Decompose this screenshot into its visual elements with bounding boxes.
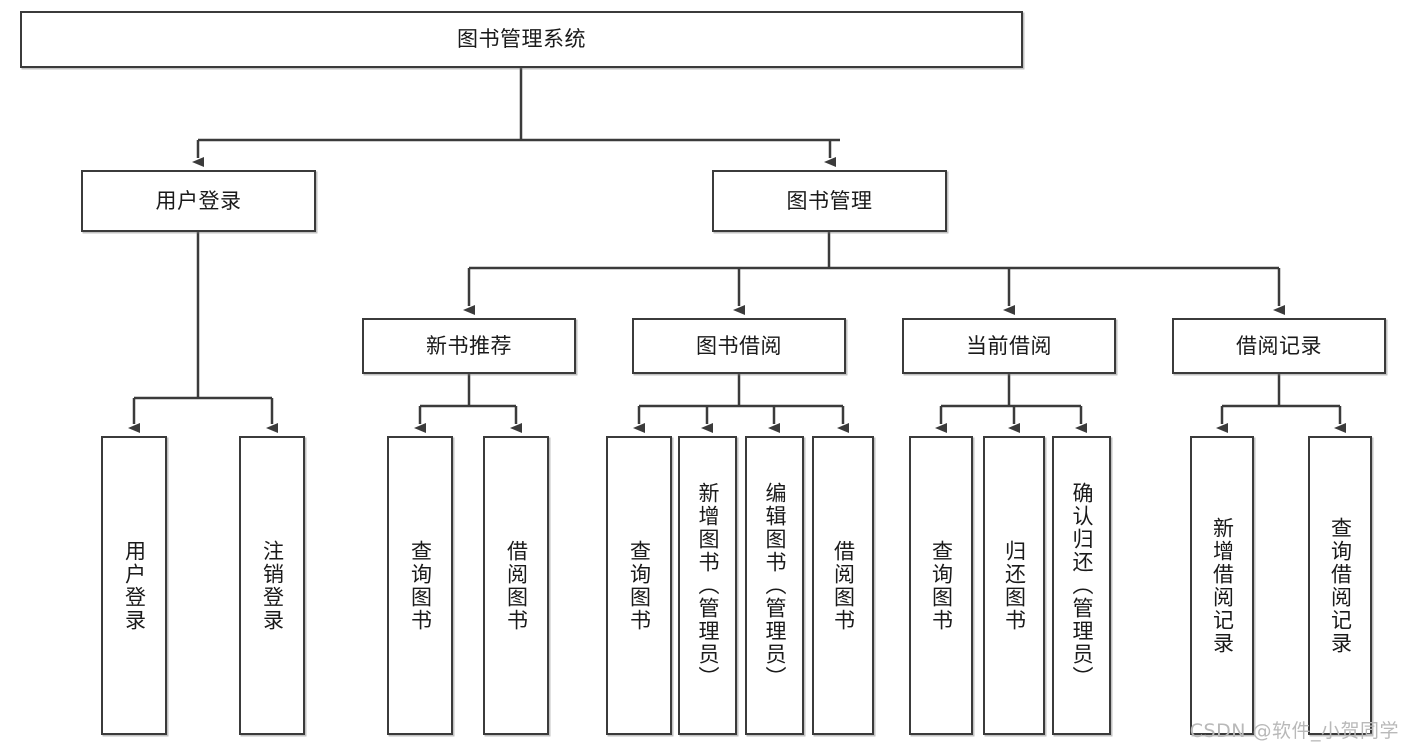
node-leaf-add-borrow-record[interactable]: 新增借阅记录 [1190,436,1254,735]
node-label: 新书推荐 [426,333,512,358]
node-leaf-logout[interactable]: 注销登录 [239,436,305,735]
node-label: 图书借阅 [696,333,782,358]
node-leaf-query-book-borrow[interactable]: 查询图书 [606,436,672,735]
node-level2-book-borrow[interactable]: 图书借阅 [632,318,846,374]
node-root[interactable]: 图书管理系统 [20,11,1023,68]
node-leaf-return-book[interactable]: 归还图书 [983,436,1045,735]
node-label: 归还图书 [1002,539,1027,632]
node-label: 借阅记录 [1236,333,1322,358]
node-label: 查询图书 [929,539,954,632]
node-leaf-edit-book-admin[interactable]: 编辑图书（管理员） [745,436,804,735]
node-label: 借阅图书 [504,539,529,632]
node-label: 注销登录 [260,539,285,632]
node-leaf-query-borrow-record[interactable]: 查询借阅记录 [1308,436,1372,735]
node-label: 新增图书（管理员） [696,482,720,689]
node-label: 查询借阅记录 [1328,516,1353,655]
node-label: 查询图书 [408,539,433,632]
node-leaf-query-book-current[interactable]: 查询图书 [909,436,973,735]
node-level1-user-login[interactable]: 用户登录 [81,170,316,232]
node-label: 当前借阅 [966,333,1052,358]
watermark: CSDN @软件_小贺同学 [1189,720,1399,742]
node-label: 借阅图书 [831,539,856,632]
node-leaf-borrow-book[interactable]: 借阅图书 [812,436,874,735]
node-level2-new-book-recommend[interactable]: 新书推荐 [362,318,576,374]
node-leaf-query-book-recommend[interactable]: 查询图书 [387,436,453,735]
node-label: 图书管理系统 [457,27,586,52]
node-label: 编辑图书（管理员） [763,482,787,689]
node-label: 图书管理 [786,188,873,213]
node-label: 新增借阅记录 [1210,516,1235,655]
node-leaf-borrow-book-recommend[interactable]: 借阅图书 [483,436,549,735]
node-label: 确认归还（管理员） [1070,482,1094,689]
node-level2-borrow-record[interactable]: 借阅记录 [1172,318,1386,374]
node-label: 用户登录 [122,539,147,632]
node-leaf-user-login[interactable]: 用户登录 [101,436,167,735]
node-label: 用户登录 [155,188,242,213]
node-leaf-confirm-return-admin[interactable]: 确认归还（管理员） [1052,436,1111,735]
node-level1-book-management[interactable]: 图书管理 [712,170,947,232]
node-level2-current-borrow[interactable]: 当前借阅 [902,318,1116,374]
node-leaf-add-book-admin[interactable]: 新增图书（管理员） [678,436,737,735]
node-label: 查询图书 [627,539,652,632]
